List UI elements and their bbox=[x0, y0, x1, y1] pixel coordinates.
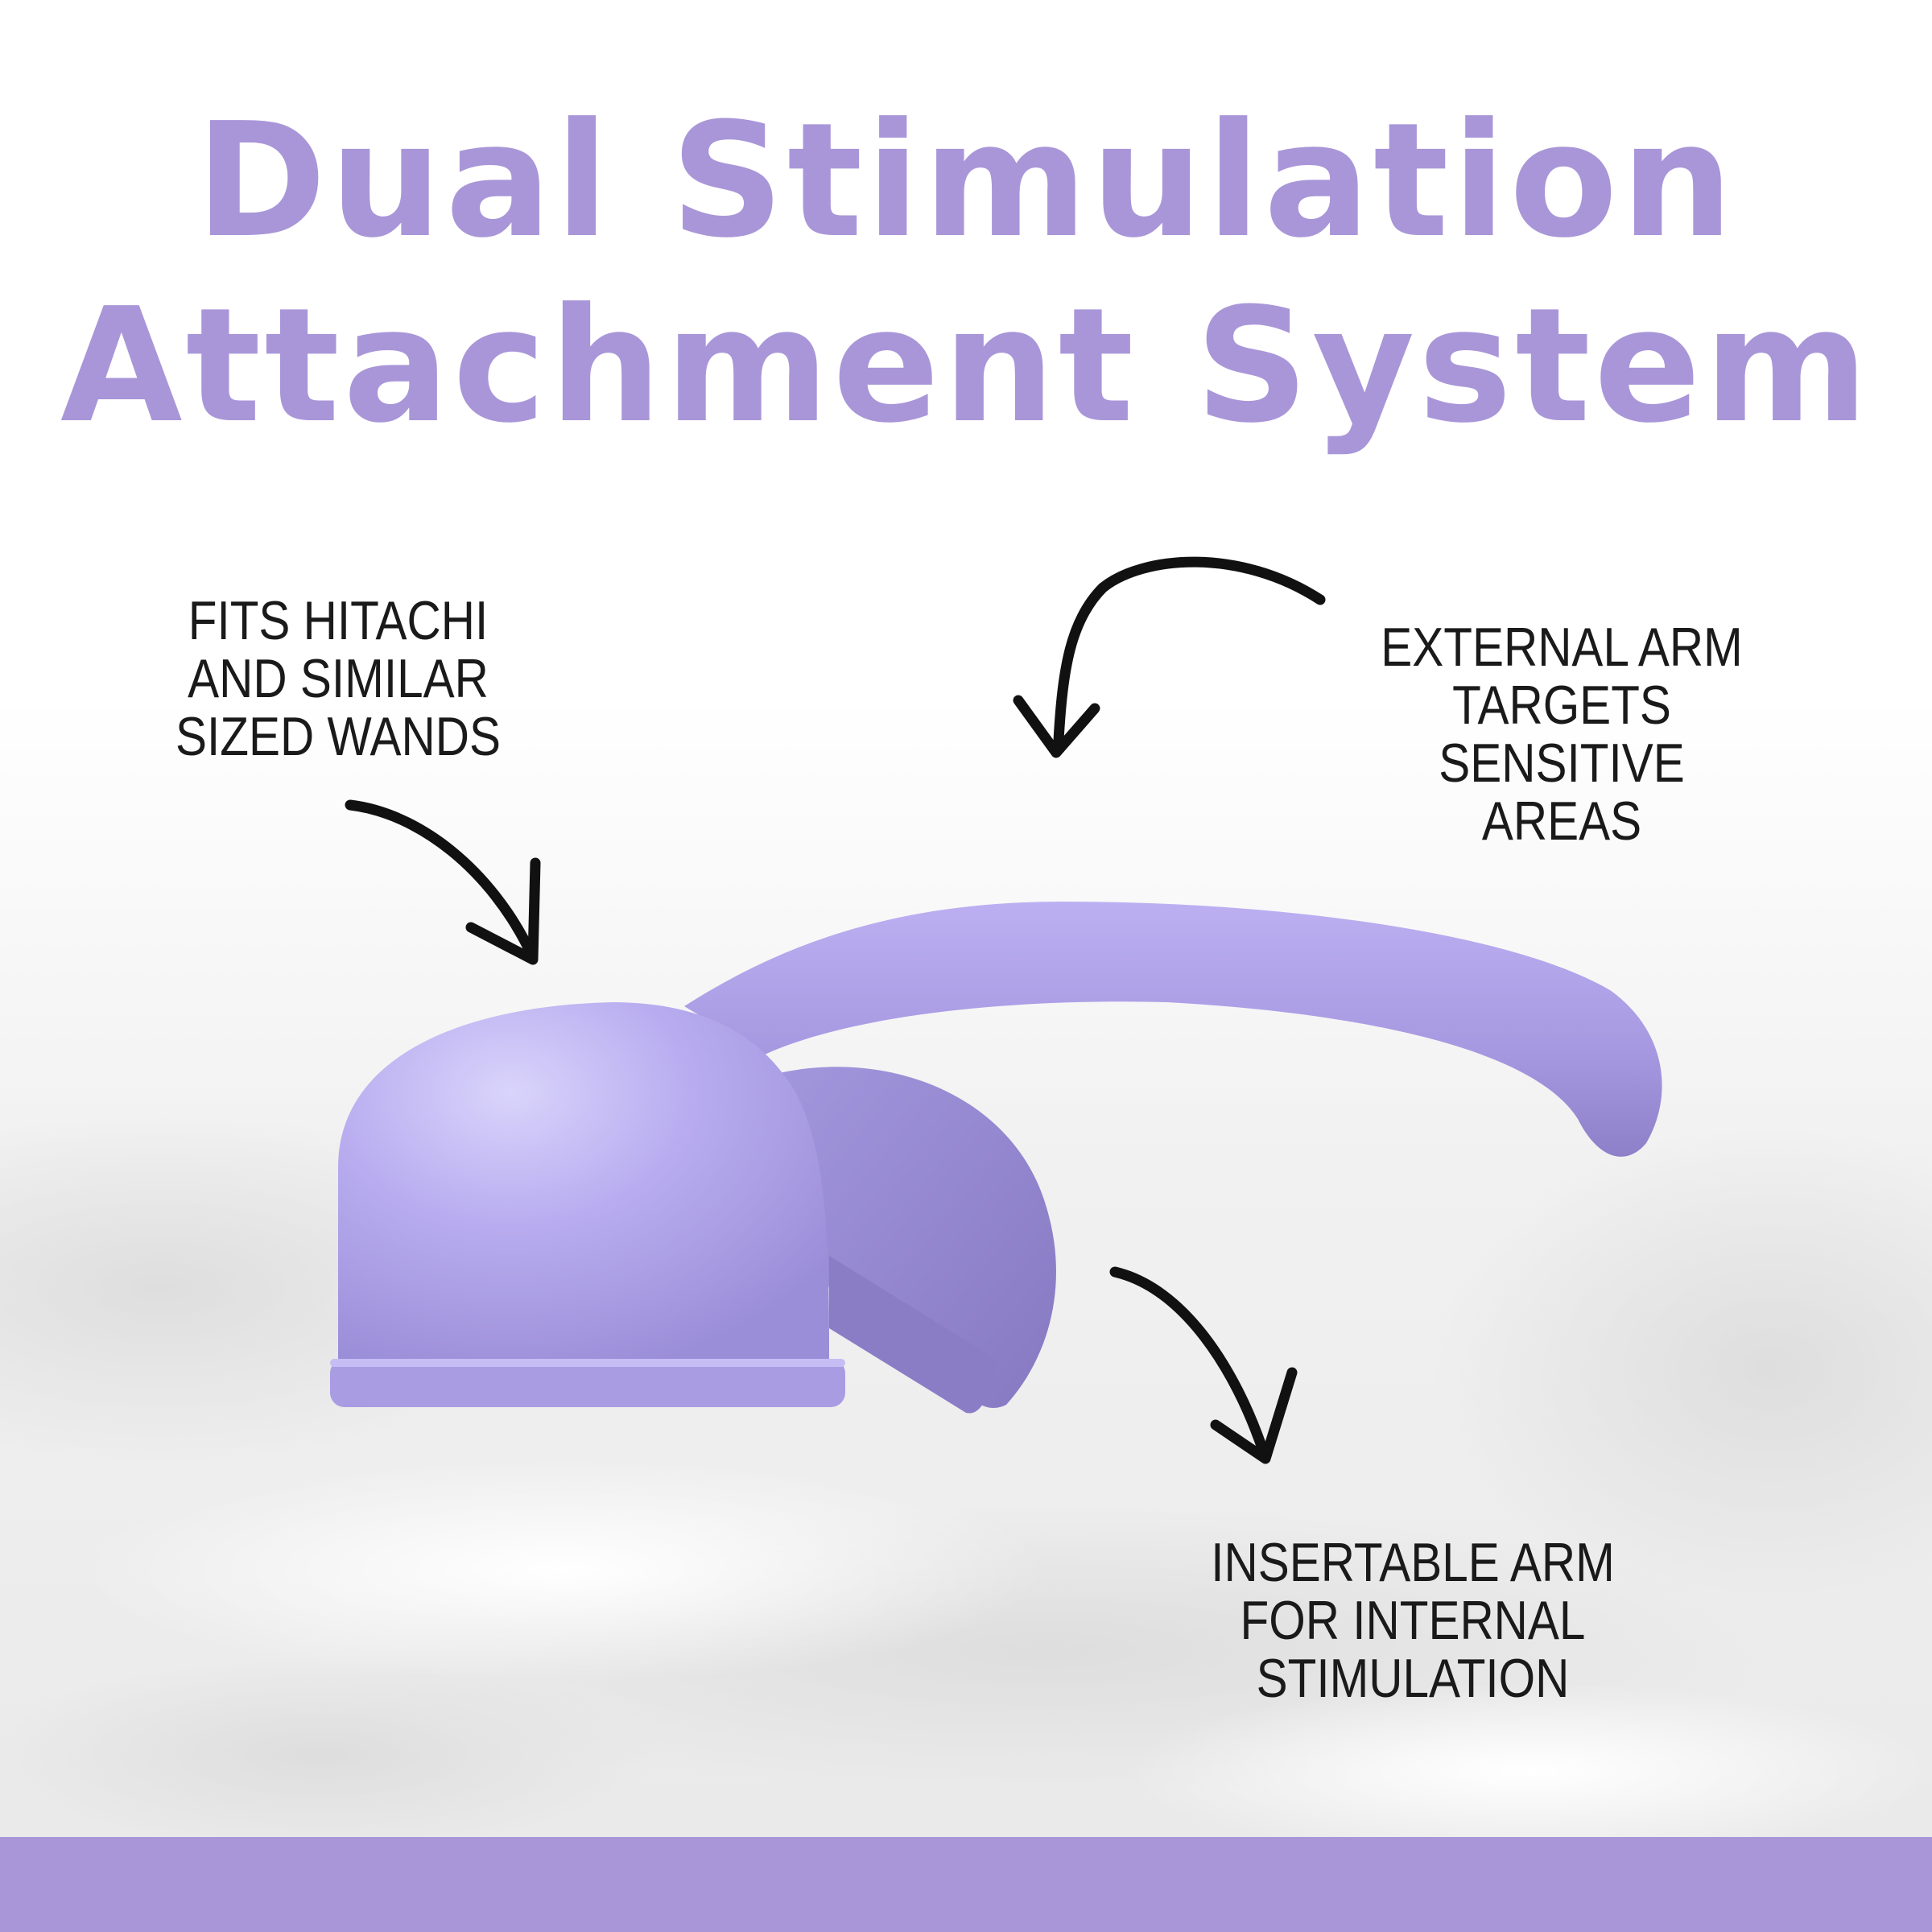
callout-insertable-arm: INSERTABLE ARM FOR INTERNAL STIMULATION bbox=[1205, 1534, 1620, 1707]
callout-line: FITS HITACHI bbox=[188, 590, 489, 651]
callout-external-arm: EXTERNAL ARM TARGETS SENSITIVE AREAS bbox=[1340, 618, 1783, 850]
callout-line: AREAS bbox=[1481, 791, 1642, 852]
callout-line: AND SIMILAR bbox=[188, 648, 489, 709]
curved-arrow-icon bbox=[1013, 556, 1326, 758]
callout-line: FOR INTERNAL bbox=[1240, 1590, 1586, 1651]
page-title: Dual Stimulation Attachment System bbox=[0, 89, 1932, 459]
callout-line: TARGETS SENSITIVE bbox=[1439, 675, 1685, 794]
callout-line: EXTERNAL ARM bbox=[1381, 617, 1743, 678]
curved-arrow-icon bbox=[345, 799, 541, 965]
callout-fits-wands: FITS HITACHI AND SIMILAR SIZED WANDS bbox=[158, 592, 518, 766]
callout-line: SIZED WANDS bbox=[175, 706, 501, 767]
callout-line: STIMULATION bbox=[1256, 1648, 1570, 1709]
bottom-accent-bar bbox=[0, 1837, 1932, 1932]
title-line-2: Attachment System bbox=[60, 275, 1872, 458]
callout-line: INSERTABLE ARM bbox=[1211, 1532, 1615, 1593]
title-line-1: Dual Stimulation bbox=[195, 89, 1737, 273]
curved-arrow-icon bbox=[1109, 1266, 1298, 1464]
